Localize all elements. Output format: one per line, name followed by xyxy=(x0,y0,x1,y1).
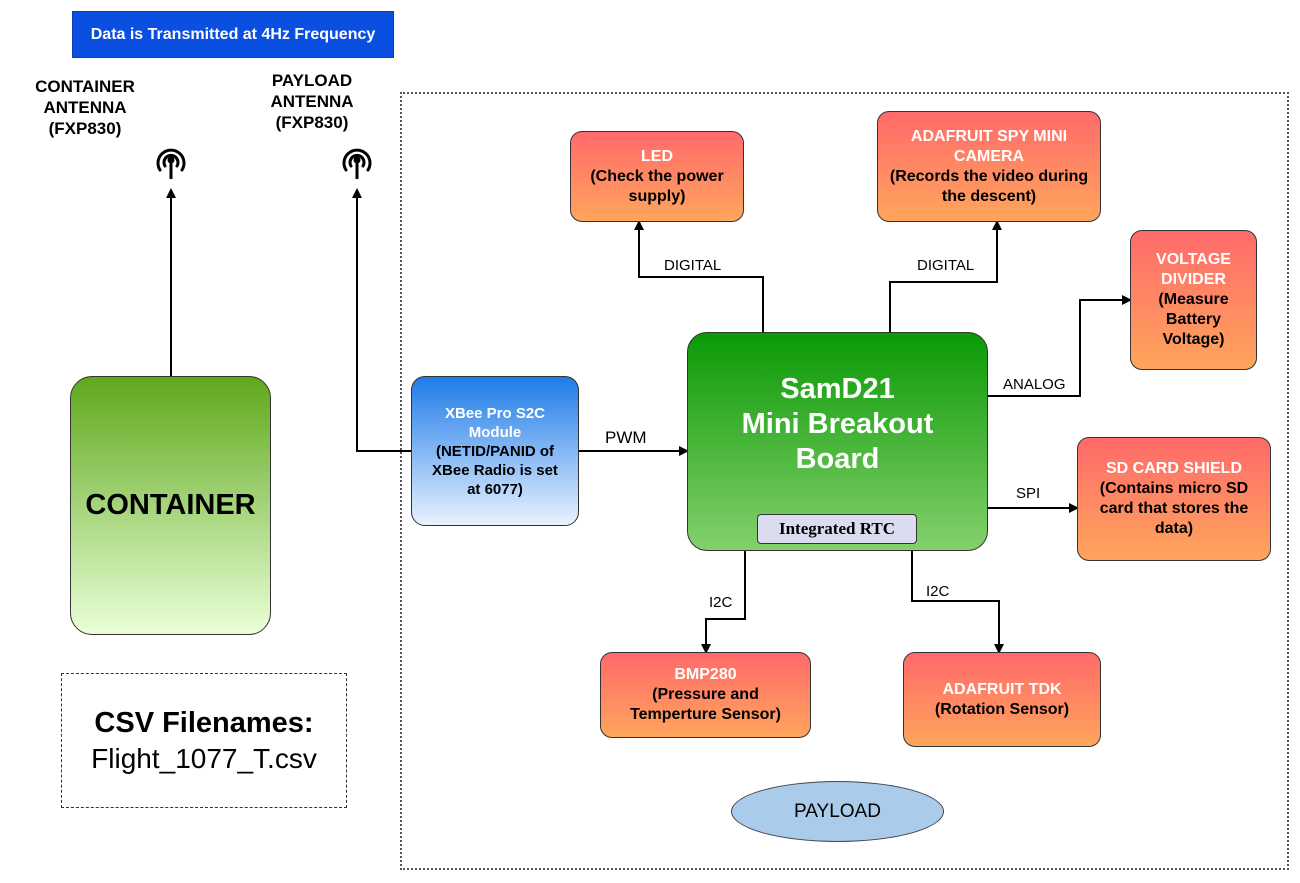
edge-label-pwm: PWM xyxy=(603,428,649,448)
wire-xbee-payload-antenna xyxy=(352,188,411,452)
samd21-node: SamD21 Mini Breakout Board xyxy=(687,332,988,551)
voltage-title-2: DIVIDER xyxy=(1161,271,1226,288)
frequency-banner: Data is Transmitted at 4Hz Frequency xyxy=(72,11,394,58)
led-desc-1: (Check the power xyxy=(590,167,724,185)
camera-title-2: CAMERA xyxy=(953,147,1025,165)
voltage-title-1: VOLTAGE xyxy=(1156,251,1231,268)
wire-samd-camera xyxy=(889,220,1002,332)
led-title: LED xyxy=(641,147,673,165)
edge-label-camera-digital: DIGITAL xyxy=(915,257,977,274)
tdk-node: ADAFRUIT TDK (Rotation Sensor) xyxy=(903,652,1101,747)
led-node: LED (Check the power supply) xyxy=(570,131,744,222)
container-antenna-line-2: ANTENNA xyxy=(43,98,127,117)
xbee-title-2: Module xyxy=(468,423,522,441)
voltage-desc-2: Battery xyxy=(1165,311,1222,328)
edge-label-analog: ANALOG xyxy=(1001,376,1068,393)
voltage-divider-node: VOLTAGE DIVIDER (Measure Battery Voltage… xyxy=(1130,230,1257,370)
container-label: CONTAINER xyxy=(85,489,256,521)
payload-antenna-line-3: (FXP830) xyxy=(275,113,349,132)
edge-label-spi: SPI xyxy=(1014,485,1043,502)
voltage-desc-1: (Measure xyxy=(1158,291,1229,308)
container-antenna-icon xyxy=(156,148,186,179)
edge-label-i2c-bmp: I2C xyxy=(707,594,735,611)
payload-antenna-label: PAYLOAD ANTENNA (FXP830) xyxy=(247,70,377,133)
wire-samd-tdk xyxy=(911,551,1004,654)
payload-boundary xyxy=(400,92,1289,870)
payload-antenna-icon xyxy=(342,148,372,179)
csv-filenames-box: CSV Filenames: Flight_1077_T.csv xyxy=(61,673,347,808)
xbee-title: XBee Pro S2C xyxy=(444,404,546,422)
sd-card-node: SD CARD SHIELD (Contains micro SD card t… xyxy=(1077,437,1271,561)
sd-desc-2: card that stores the xyxy=(1099,500,1249,517)
edge-label-led-digital: DIGITAL xyxy=(662,257,724,274)
container-antenna-label: CONTAINER ANTENNA (FXP830) xyxy=(20,76,150,139)
xbee-node: XBee Pro S2C Module (NETID/PANID of XBee… xyxy=(411,376,579,526)
payload-antenna-line-2: ANTENNA xyxy=(270,92,354,111)
xbee-desc-1: (NETID/PANID of xyxy=(435,442,555,460)
bmp-desc-1: (Pressure and xyxy=(652,686,759,703)
tdk-title: ADAFRUIT TDK xyxy=(942,680,1062,698)
wire-samd-bmp xyxy=(701,551,746,654)
container-antenna-line-1: CONTAINER xyxy=(35,77,135,96)
csv-title: CSV Filenames: xyxy=(94,706,314,739)
container-antenna-line-3: (FXP830) xyxy=(48,119,122,138)
bmp-title: BMP280 xyxy=(674,666,737,683)
container-node: CONTAINER xyxy=(70,376,271,635)
camera-desc-2: the descent) xyxy=(941,187,1037,205)
sd-title: SD CARD SHIELD xyxy=(1105,460,1242,477)
camera-desc-1: (Records the video during xyxy=(889,167,1089,185)
bmp280-node: BMP280 (Pressure and Temperture Sensor) xyxy=(600,652,811,738)
wire-samd-voltage xyxy=(988,295,1132,397)
csv-filename: Flight_1077_T.csv xyxy=(91,742,317,774)
wire-samd-led xyxy=(634,220,764,332)
edge-label-i2c-tdk: I2C xyxy=(924,583,952,600)
sd-desc-3: data) xyxy=(1154,520,1194,537)
voltage-desc-3: Voltage) xyxy=(1162,331,1225,348)
samd21-line-3: Board xyxy=(795,443,880,475)
samd21-line-1: SamD21 xyxy=(780,373,895,405)
camera-node: ADAFRUIT SPY MINI CAMERA (Records the vi… xyxy=(877,111,1101,222)
tdk-desc: (Rotation Sensor) xyxy=(934,700,1070,718)
bmp-desc-2: Temperture Sensor) xyxy=(630,706,781,723)
camera-title-1: ADAFRUIT SPY MINI xyxy=(910,127,1068,145)
payload-antenna-line-1: PAYLOAD xyxy=(271,71,353,90)
xbee-desc-2: XBee Radio is set xyxy=(432,461,558,479)
rtc-badge: Integrated RTC xyxy=(757,514,917,544)
led-desc-2: supply) xyxy=(628,187,686,205)
payload-label: PAYLOAD xyxy=(731,781,944,842)
samd21-line-2: Mini Breakout xyxy=(741,408,934,440)
sd-desc-1: (Contains micro SD xyxy=(1099,480,1249,497)
xbee-desc-3: at 6077) xyxy=(467,480,523,498)
